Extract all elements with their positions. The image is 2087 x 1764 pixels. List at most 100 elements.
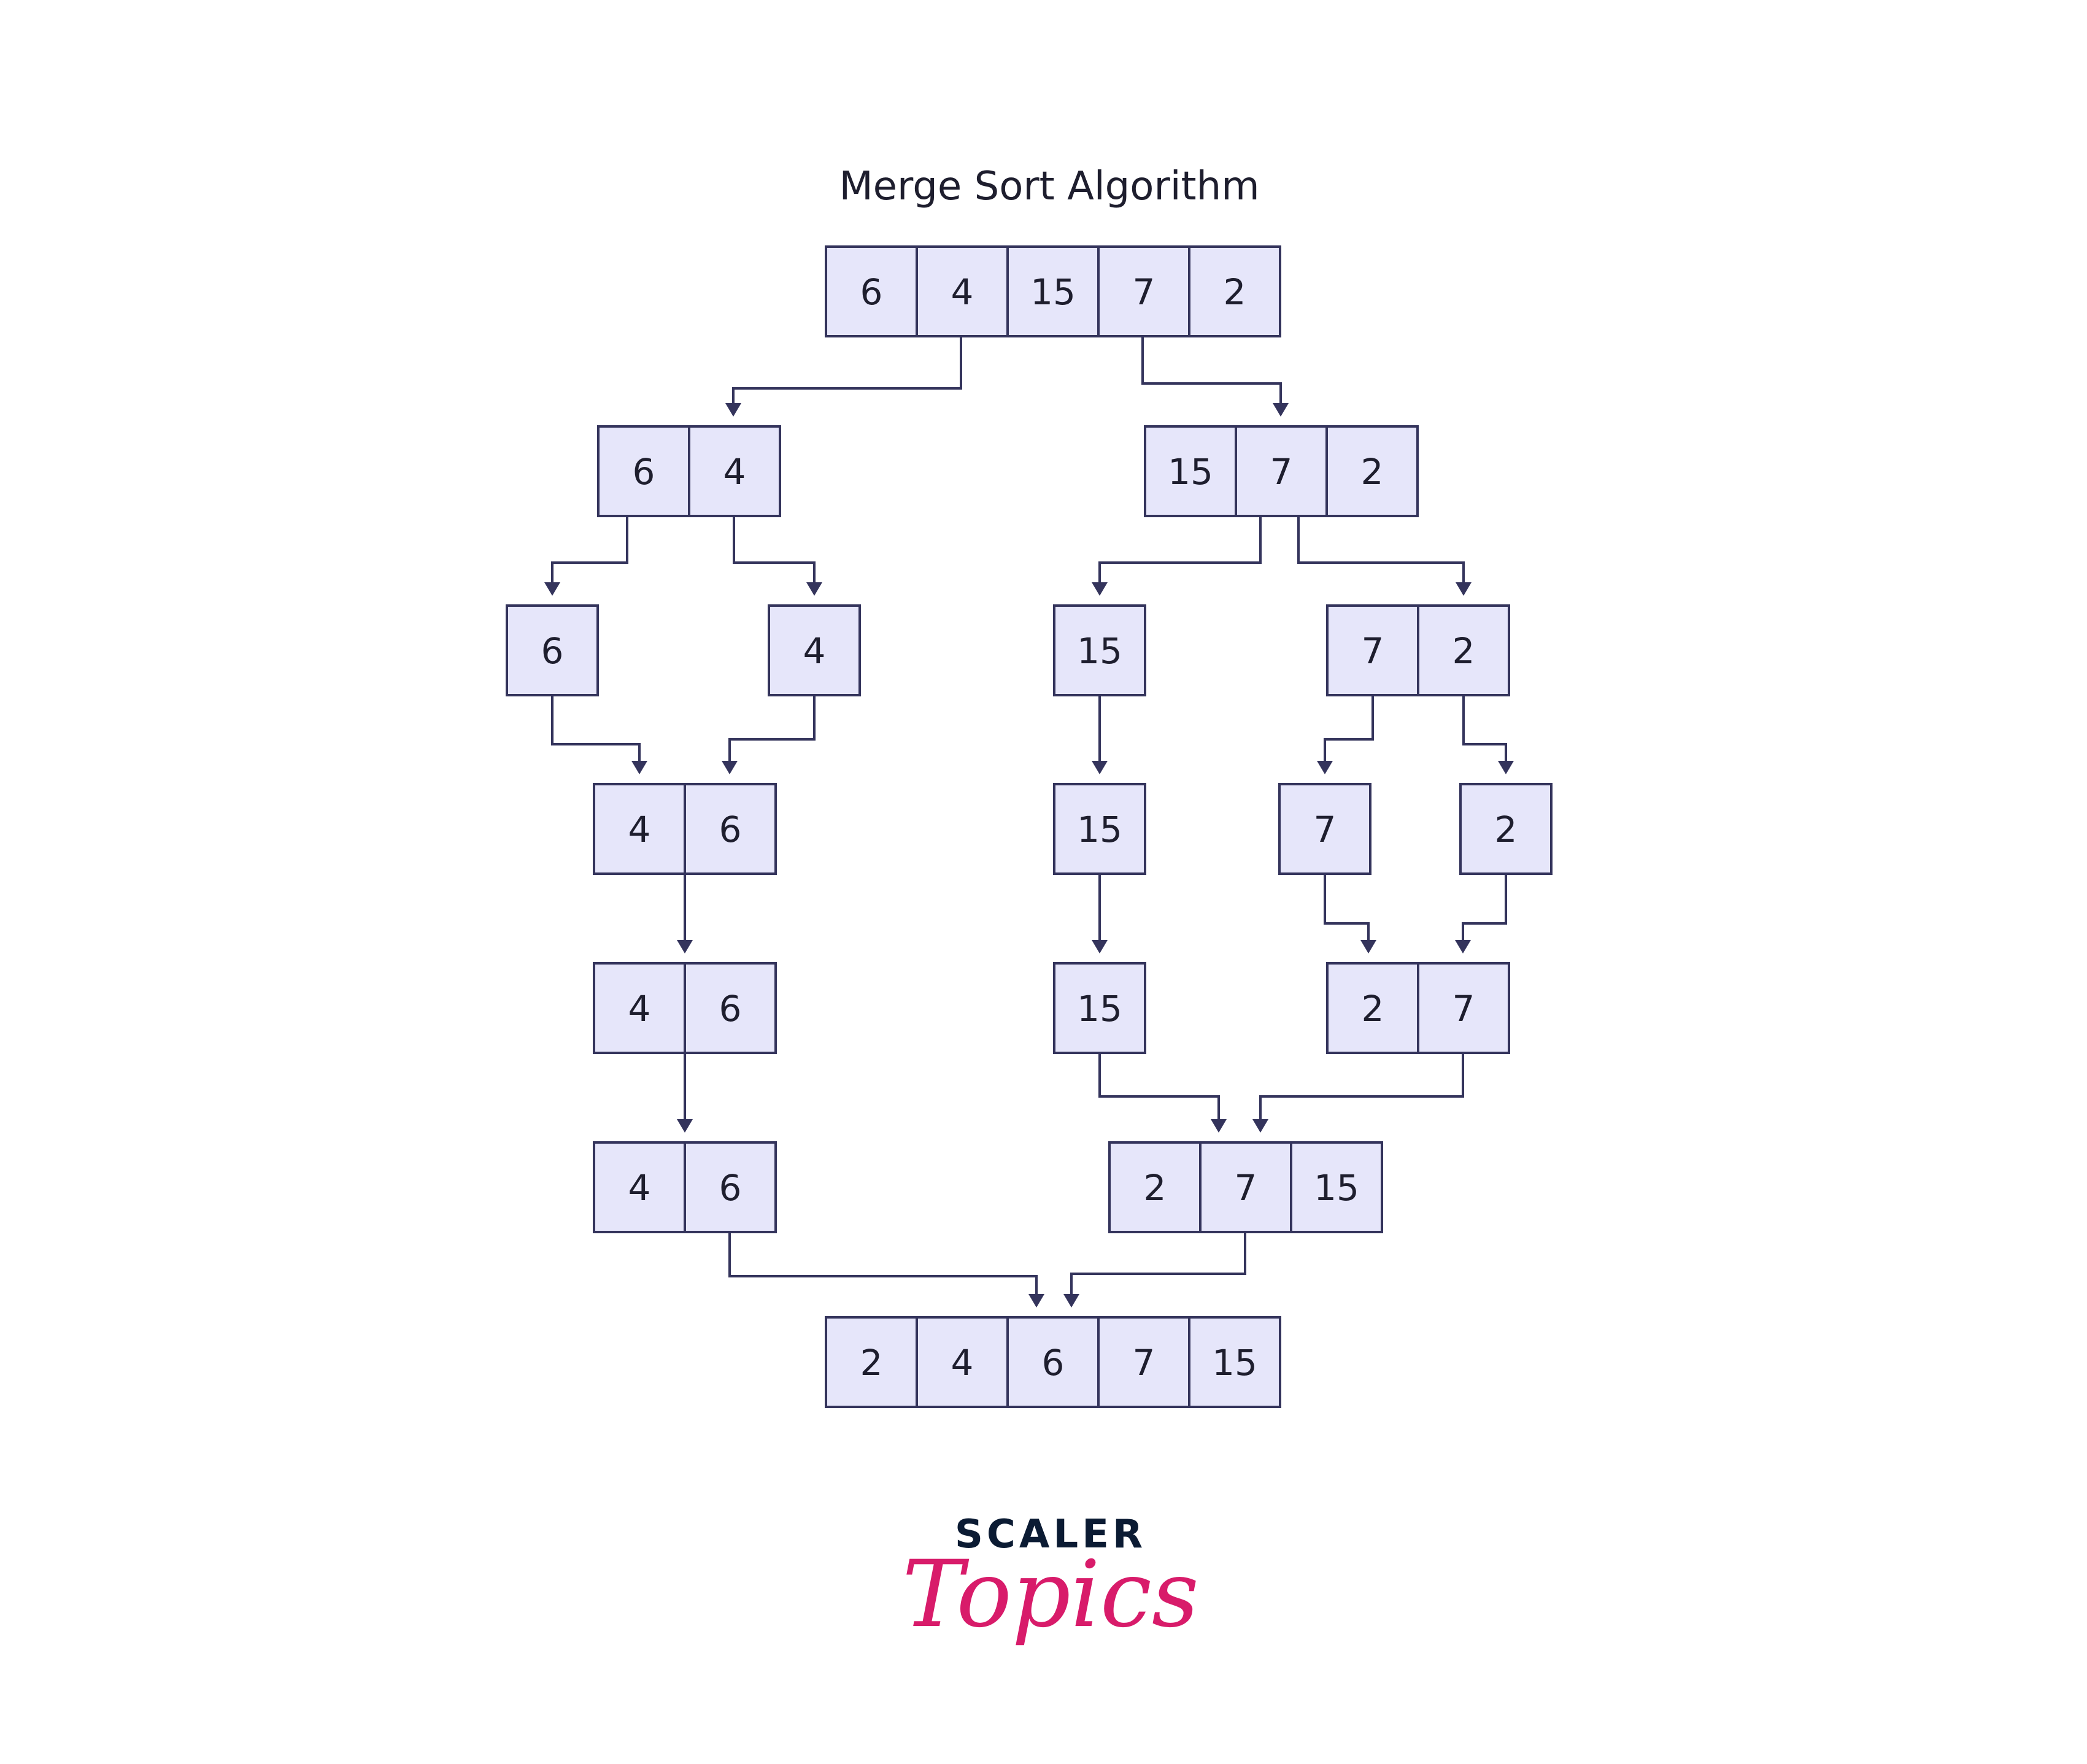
array-cell [1417, 962, 1510, 1054]
array-cell [506, 604, 599, 696]
connector-line-5 [1098, 516, 1262, 586]
connector-line-7 [551, 695, 641, 765]
array-merged-2-7-15: 2 7 15 [1108, 1141, 1383, 1233]
array-cell-value: 15 [1314, 1167, 1359, 1209]
array-cell-value: 15 [1212, 1342, 1257, 1384]
array-cell-value: 2 [1452, 630, 1475, 672]
array-cell-value: 4 [723, 451, 746, 493]
connector-line-1 [732, 336, 962, 407]
array-cell-value: 2 [1224, 271, 1246, 313]
array-cell-value: 4 [628, 988, 651, 1030]
array-cell-value: 15 [1077, 630, 1122, 672]
array-cell [768, 604, 861, 696]
arrowhead-icon [1456, 582, 1472, 596]
arrowhead-icon [1211, 1119, 1227, 1133]
connector-line-14 [1324, 874, 1370, 944]
arrowhead-icon [1092, 582, 1108, 596]
arrowhead-icon [1273, 403, 1289, 417]
array-split-2: 2 [1459, 783, 1553, 875]
array-cell-value: 6 [1042, 1342, 1065, 1384]
array-split-15: 15 [1053, 604, 1146, 696]
connector-line-17 [1098, 1053, 1220, 1123]
arrowhead-icon [1252, 1119, 1268, 1133]
scaler-topics-logo: SCALER Topics [902, 1512, 1199, 1648]
arrowhead-icon [1317, 761, 1333, 774]
array-cell [1053, 962, 1146, 1054]
arrowhead-icon [544, 582, 560, 596]
array-split-6: 6 [506, 604, 599, 696]
array-cell [1108, 1141, 1202, 1233]
arrowhead-icon [1092, 940, 1108, 953]
arrowhead-icon [725, 403, 741, 417]
array-cell-value: 15 [1077, 809, 1122, 850]
array-cell [1053, 783, 1146, 875]
array-cell [684, 783, 777, 875]
arrowhead-icon [1498, 761, 1514, 774]
array-cell [597, 425, 690, 517]
array-cell-value: 7 [1314, 809, 1337, 850]
arrowhead-icon [677, 1119, 693, 1133]
array-cell-value: 6 [633, 451, 655, 493]
array-cell-value: 2 [860, 1342, 883, 1384]
connector-line-10 [1324, 695, 1374, 765]
logo-topics-text: Topics [902, 1541, 1199, 1648]
diagram-title: Merge Sort Algorithm [839, 164, 1259, 209]
array-cell-value: 15 [1077, 988, 1122, 1030]
array-cell-value: 2 [1362, 988, 1384, 1030]
array-cell [916, 245, 1009, 337]
array-cell [593, 962, 686, 1054]
array-cell [1326, 604, 1419, 696]
arrowhead-icon [1092, 761, 1108, 774]
connector-line-4 [733, 516, 816, 586]
array-cell [1188, 1316, 1281, 1408]
array-cell [1290, 1141, 1383, 1233]
array-carry-15-a: 15 [1053, 783, 1146, 875]
array-cell [1199, 1141, 1292, 1233]
array-cell-value: 4 [628, 1167, 651, 1209]
array-cell-value: 6 [541, 630, 564, 672]
array-cell-value: 4 [628, 809, 651, 850]
connector-line-15 [1462, 874, 1507, 944]
array-split-7: 7 [1278, 783, 1371, 875]
connector-line-6 [1297, 516, 1465, 586]
array-cell [1188, 245, 1281, 337]
array-cell-value: 6 [719, 809, 742, 850]
array-cell-value: 7 [1133, 271, 1155, 313]
connector-line-20 [1070, 1232, 1246, 1298]
array-cell [825, 1316, 918, 1408]
array-cell-value: 7 [1133, 1342, 1155, 1384]
array-cell [1417, 604, 1510, 696]
array-cell-value: 7 [1270, 451, 1293, 493]
array-cell [1459, 783, 1553, 875]
array-carry-15-b: 15 [1053, 962, 1146, 1054]
array-cell [825, 245, 918, 337]
array-cell [1235, 425, 1328, 517]
arrowhead-icon [631, 761, 647, 774]
array-cell [1325, 425, 1419, 517]
array-cell [684, 962, 777, 1054]
array-cell [1278, 783, 1371, 875]
array-cell-value: 15 [1030, 271, 1076, 313]
array-cell-value: 4 [951, 271, 974, 313]
connector-line-8 [728, 695, 816, 765]
array-cell-value: 2 [1144, 1167, 1167, 1209]
array-cell-value: 7 [1235, 1167, 1257, 1209]
array-cell-value: 6 [719, 988, 742, 1030]
array-cell-value: 6 [719, 1167, 742, 1209]
array-cell [1326, 962, 1419, 1054]
arrowhead-icon [1063, 1294, 1079, 1308]
array-cell-value: 4 [803, 630, 826, 672]
array-cell-value: 2 [1495, 809, 1518, 850]
logo-scaler-text: SCALER [955, 1512, 1146, 1557]
array-cell [1144, 425, 1237, 517]
